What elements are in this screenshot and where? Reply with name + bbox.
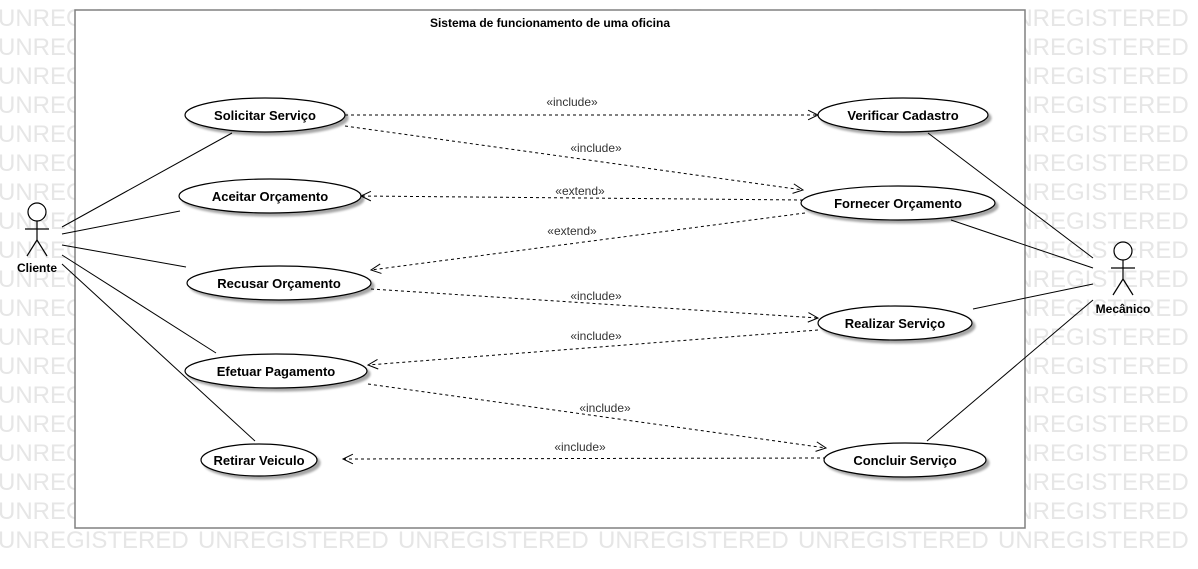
- association-cliente-retirar[interactable]: [61, 263, 256, 442]
- use-case-ellipse: [817, 97, 989, 133]
- relation-label: «include»: [579, 401, 631, 415]
- relation-fornecer-recusar[interactable]: «extend»: [369, 212, 806, 274]
- relation-fornecer-aceitar[interactable]: «extend»: [359, 184, 804, 202]
- relation-arrowhead: [341, 453, 354, 465]
- use-case-ellipse: [184, 97, 346, 133]
- watermark-text: UNREGISTERED: [998, 324, 1189, 351]
- association-mecanico-verificar[interactable]: [927, 132, 1094, 259]
- relation-realizar-efetuar[interactable]: «include»: [366, 329, 819, 370]
- association-mecanico-fornecer[interactable]: [950, 219, 1094, 269]
- association-cliente-efetuar[interactable]: [61, 254, 217, 354]
- actor-cliente[interactable]: Cliente: [17, 202, 57, 275]
- watermark-text: UNREGISTERED: [998, 121, 1189, 148]
- relation-recusar-realizar[interactable]: «include»: [370, 288, 820, 323]
- use-case-fornecer[interactable]: Fornecer Orçamento: [800, 185, 996, 221]
- relation-arrowhead: [807, 312, 820, 323]
- relation-label: «include»: [570, 141, 622, 155]
- use-case-ellipse: [800, 185, 996, 221]
- watermark-text: UNREGISTERED: [998, 295, 1189, 322]
- use-case-label: Efetuar Pagamento: [217, 364, 336, 379]
- relation-concluir-retirar[interactable]: «include»: [341, 440, 827, 465]
- use-case-label: Solicitar Serviço: [214, 108, 316, 123]
- watermark-text: UNREGISTERED: [998, 411, 1189, 438]
- relation-label: «extend»: [555, 184, 605, 198]
- watermark-text: UNREGISTERED: [998, 92, 1189, 119]
- use-case-label: Verificar Cadastro: [847, 108, 958, 123]
- use-case-concluir[interactable]: Concluir Serviço: [823, 442, 987, 478]
- use-case-label: Recusar Orçamento: [217, 276, 341, 291]
- use-case-ellipse: [186, 265, 372, 301]
- watermark-text: UNREGISTERED: [798, 527, 989, 554]
- association-cliente-recusar[interactable]: [61, 244, 187, 268]
- watermark-text: UNREGISTERED: [998, 63, 1189, 90]
- use-case-retirar[interactable]: Retirar Veiculo: [200, 443, 318, 477]
- use-case-aceitar[interactable]: Aceitar Orçamento: [178, 178, 362, 214]
- use-case-label: Aceitar Orçamento: [212, 189, 328, 204]
- relation-line: [370, 212, 806, 271]
- watermark-text: UNREGISTERED: [998, 266, 1189, 293]
- relations: «include» «include» «extend» «extend» «inclu…: [341, 95, 828, 465]
- watermark-text: UNREGISTERED: [998, 5, 1189, 32]
- system-title: Sistema de funcionamento de uma oficina: [430, 16, 670, 30]
- watermark-text: UNREGISTERED: [998, 237, 1189, 264]
- use-case-label: Realizar Serviço: [845, 316, 946, 331]
- relation-line: [342, 457, 827, 460]
- watermark-text: UNREGISTERED: [998, 208, 1189, 235]
- use-case-solicitar[interactable]: Solicitar Serviço: [184, 97, 346, 133]
- actor-mecanico[interactable]: Mecânico: [1096, 241, 1151, 316]
- watermark-text: UNREGISTERED: [998, 527, 1189, 554]
- relation-line: [360, 195, 804, 201]
- use-case-ellipse: [817, 305, 973, 341]
- watermark-text: UNREGISTERED: [998, 150, 1189, 177]
- use-case-realizar[interactable]: Realizar Serviço: [817, 305, 973, 341]
- watermark-text: UNREGISTERED: [998, 498, 1189, 525]
- relation-label: «include»: [546, 95, 598, 109]
- use-case-ellipse: [200, 443, 318, 477]
- relation-arrowhead: [369, 263, 382, 274]
- relation-line: [367, 383, 827, 449]
- actor-mecanico-head: [1113, 241, 1133, 261]
- relation-label: «include»: [554, 440, 606, 454]
- relation-solicitar-fornecer[interactable]: «include»: [344, 125, 805, 194]
- watermark-text: UNREGISTERED: [998, 440, 1189, 467]
- watermark-text: UNREGISTERED: [198, 527, 389, 554]
- watermark-text: UNREGISTERED: [998, 34, 1189, 61]
- relation-arrowhead: [815, 441, 828, 452]
- use-case-label: Retirar Veiculo: [213, 453, 304, 468]
- watermark-text: UNREGISTERED: [998, 469, 1189, 496]
- use-case-recusar[interactable]: Recusar Orçamento: [186, 265, 372, 301]
- relation-label: «extend»: [547, 224, 597, 238]
- relation-label: «include»: [570, 329, 622, 343]
- association-mecanico-concluir[interactable]: [926, 299, 1094, 442]
- watermark-text: UNREGISTERED: [998, 179, 1189, 206]
- actor-mecanico-label: Mecânico: [1096, 302, 1151, 316]
- watermark-text: UNREGISTERED: [0, 527, 189, 554]
- use-case-ellipse: [184, 353, 368, 389]
- relation-arrowhead: [366, 359, 379, 370]
- use-case-verificar[interactable]: Verificar Cadastro: [817, 97, 989, 133]
- actor-cliente-head: [27, 202, 47, 222]
- watermark-text: UNREGISTERED: [998, 353, 1189, 380]
- use-case-label: Fornecer Orçamento: [834, 196, 962, 211]
- association-mecanico-realizar[interactable]: [972, 283, 1094, 310]
- relation-arrowhead: [792, 183, 805, 194]
- use-case-efetuar[interactable]: Efetuar Pagamento: [184, 353, 368, 389]
- relation-label: «include»: [570, 289, 622, 303]
- associations: [61, 132, 1094, 442]
- use-case-label: Concluir Serviço: [853, 453, 956, 468]
- relation-line: [370, 288, 819, 319]
- association-cliente-aceitar[interactable]: [61, 210, 181, 235]
- relation-line: [344, 125, 804, 191]
- actor-cliente-label: Cliente: [17, 261, 57, 275]
- association-cliente-solicitar[interactable]: [61, 132, 233, 228]
- watermark-text: UNREGISTERED: [998, 382, 1189, 409]
- use-case-ellipse: [823, 442, 987, 478]
- watermark-text: UNREGISTERED: [598, 527, 789, 554]
- use-case-ellipse: [178, 178, 362, 214]
- watermark-text: UNREGISTERED: [398, 527, 589, 554]
- relation-efetuar-concluir[interactable]: «include»: [367, 383, 828, 452]
